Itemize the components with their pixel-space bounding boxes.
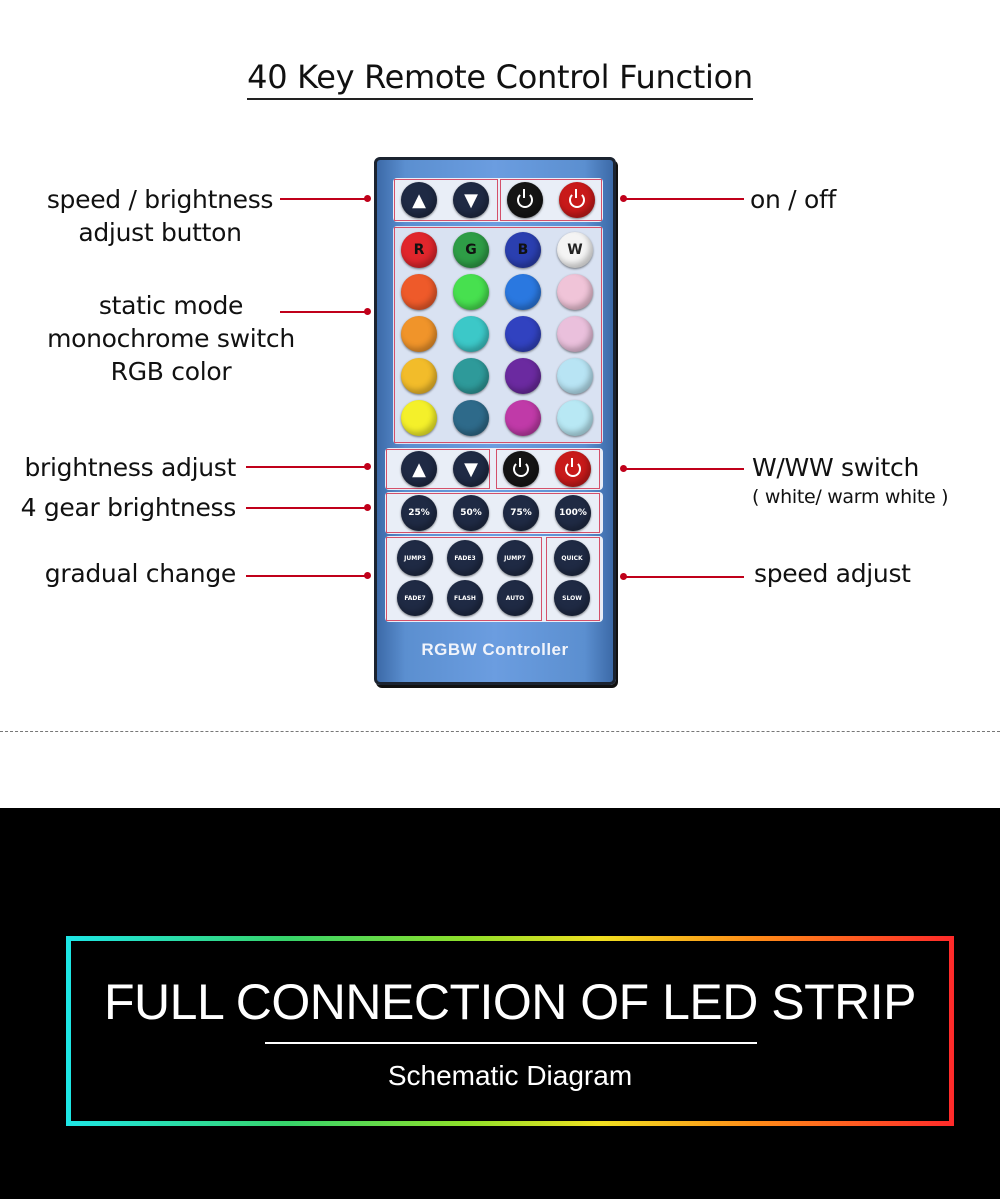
leader-line bbox=[246, 466, 368, 468]
w-on-button[interactable] bbox=[555, 451, 591, 487]
leader-line bbox=[246, 507, 368, 509]
banner-inner: FULL CONNECTION OF LED STRIP Schematic D… bbox=[71, 941, 949, 1121]
gradual-change-highlight bbox=[386, 537, 542, 621]
up-arrow-button[interactable]: ▲ bbox=[401, 182, 437, 218]
leader-dot bbox=[620, 573, 627, 580]
w-ww-switch-highlight bbox=[496, 449, 600, 489]
power-on-icon bbox=[569, 189, 585, 208]
fade3-button[interactable]: FADE3 bbox=[447, 540, 483, 576]
label-brightness-adjust: brightness adjust bbox=[24, 453, 236, 482]
color-button[interactable] bbox=[505, 400, 541, 436]
label-speed-adjust: speed adjust bbox=[754, 559, 911, 588]
color-button[interactable] bbox=[505, 358, 541, 394]
color-b-button[interactable]: B bbox=[505, 232, 541, 268]
off-button[interactable] bbox=[507, 182, 543, 218]
remote-brand-label: RGBW Controller bbox=[421, 640, 569, 659]
label-w-ww-switch-sub: ( white/ warm white ) bbox=[752, 486, 949, 508]
on-button[interactable] bbox=[559, 182, 595, 218]
gear-brightness-highlight bbox=[386, 493, 600, 533]
leader-dot bbox=[620, 195, 627, 202]
brightness-75-button[interactable]: 75% bbox=[503, 495, 539, 531]
jump3-button[interactable]: JUMP3 bbox=[397, 540, 433, 576]
leader-line bbox=[624, 468, 744, 470]
w-off-button[interactable] bbox=[503, 451, 539, 487]
down-arrow-icon: ▼ bbox=[464, 189, 478, 211]
w-power-on-icon bbox=[565, 458, 581, 477]
label-speed-brightness: speed / brightness adjust button bbox=[40, 183, 280, 249]
color-button[interactable] bbox=[557, 400, 593, 436]
label-static-mode-line3: RGB color bbox=[110, 357, 232, 386]
leader-dot bbox=[620, 465, 627, 472]
label-static-mode-line1: static mode bbox=[98, 291, 244, 320]
quick-button[interactable]: QUICK bbox=[554, 540, 590, 576]
color-g-button[interactable]: G bbox=[453, 232, 489, 268]
brightness-25-button[interactable]: 25% bbox=[401, 495, 437, 531]
leader-line bbox=[246, 575, 368, 577]
color-button[interactable] bbox=[453, 316, 489, 352]
speed-brightness-highlight bbox=[394, 179, 498, 221]
banner-section: FULL CONNECTION OF LED STRIP Schematic D… bbox=[0, 808, 1000, 1199]
leader-line bbox=[624, 576, 744, 578]
color-button[interactable] bbox=[453, 400, 489, 436]
leader-dot bbox=[364, 463, 371, 470]
color-button[interactable] bbox=[453, 274, 489, 310]
banner-title: FULL CONNECTION OF LED STRIP bbox=[103, 974, 917, 1030]
power-off-icon bbox=[517, 189, 533, 208]
leader-dot bbox=[364, 195, 371, 202]
label-static-mode-line2: monochrome switch bbox=[47, 324, 295, 353]
brightness-adjust-highlight bbox=[386, 449, 490, 489]
color-button[interactable] bbox=[505, 274, 541, 310]
color-button[interactable] bbox=[453, 358, 489, 394]
color-button[interactable] bbox=[557, 316, 593, 352]
label-gradual-change: gradual change bbox=[44, 559, 237, 588]
leader-line bbox=[280, 198, 368, 200]
leader-line bbox=[280, 311, 368, 313]
section-divider bbox=[0, 731, 1000, 732]
label-w-ww-switch-text: W/WW switch bbox=[752, 453, 920, 482]
brightness-up-button[interactable]: ▲ bbox=[401, 451, 437, 487]
label-w-ww-switch: W/WW switch ( white/ warm white ) bbox=[752, 451, 992, 510]
leader-dot bbox=[364, 504, 371, 511]
color-button[interactable] bbox=[401, 274, 437, 310]
banner-rule bbox=[265, 1042, 757, 1044]
banner-frame: FULL CONNECTION OF LED STRIP Schematic D… bbox=[66, 936, 954, 1126]
color-button[interactable] bbox=[505, 316, 541, 352]
color-button[interactable] bbox=[557, 358, 593, 394]
brightness-100-button[interactable]: 100% bbox=[555, 495, 591, 531]
slow-button[interactable]: SLOW bbox=[554, 580, 590, 616]
up-arrow-icon: ▲ bbox=[412, 189, 426, 211]
fade7-button[interactable]: FADE7 bbox=[397, 580, 433, 616]
on-off-highlight bbox=[500, 179, 602, 221]
color-grid-highlight bbox=[394, 227, 602, 443]
down-arrow-button[interactable]: ▼ bbox=[453, 182, 489, 218]
jump7-button[interactable]: JUMP7 bbox=[497, 540, 533, 576]
label-static-mode: static mode monochrome switch RGB color bbox=[40, 289, 302, 388]
label-gear-brightness: 4 gear brightness bbox=[20, 493, 237, 522]
color-button[interactable] bbox=[557, 274, 593, 310]
color-button[interactable] bbox=[401, 400, 437, 436]
color-button[interactable] bbox=[401, 316, 437, 352]
flash-button[interactable]: FLASH bbox=[447, 580, 483, 616]
brightness-down-button[interactable]: ▼ bbox=[453, 451, 489, 487]
w-power-off-icon bbox=[513, 458, 529, 477]
speed-adjust-highlight bbox=[546, 537, 600, 621]
leader-dot bbox=[364, 572, 371, 579]
brightness-up-icon: ▲ bbox=[412, 458, 426, 480]
color-w-button[interactable]: W bbox=[557, 232, 593, 268]
color-button[interactable] bbox=[401, 358, 437, 394]
label-speed-brightness-line2: adjust button bbox=[78, 218, 242, 247]
banner-subtitle: Schematic Diagram bbox=[387, 1060, 633, 1091]
label-on-off: on / off bbox=[750, 185, 836, 214]
page-title-text: 40 Key Remote Control Function bbox=[247, 58, 753, 100]
auto-button[interactable]: AUTO bbox=[497, 580, 533, 616]
label-speed-brightness-line1: speed / brightness bbox=[46, 185, 274, 214]
leader-line bbox=[624, 198, 744, 200]
brightness-down-icon: ▼ bbox=[464, 458, 478, 480]
page-title: 40 Key Remote Control Function bbox=[0, 58, 1000, 100]
color-r-button[interactable]: R bbox=[401, 232, 437, 268]
brightness-50-button[interactable]: 50% bbox=[453, 495, 489, 531]
leader-dot bbox=[364, 308, 371, 315]
